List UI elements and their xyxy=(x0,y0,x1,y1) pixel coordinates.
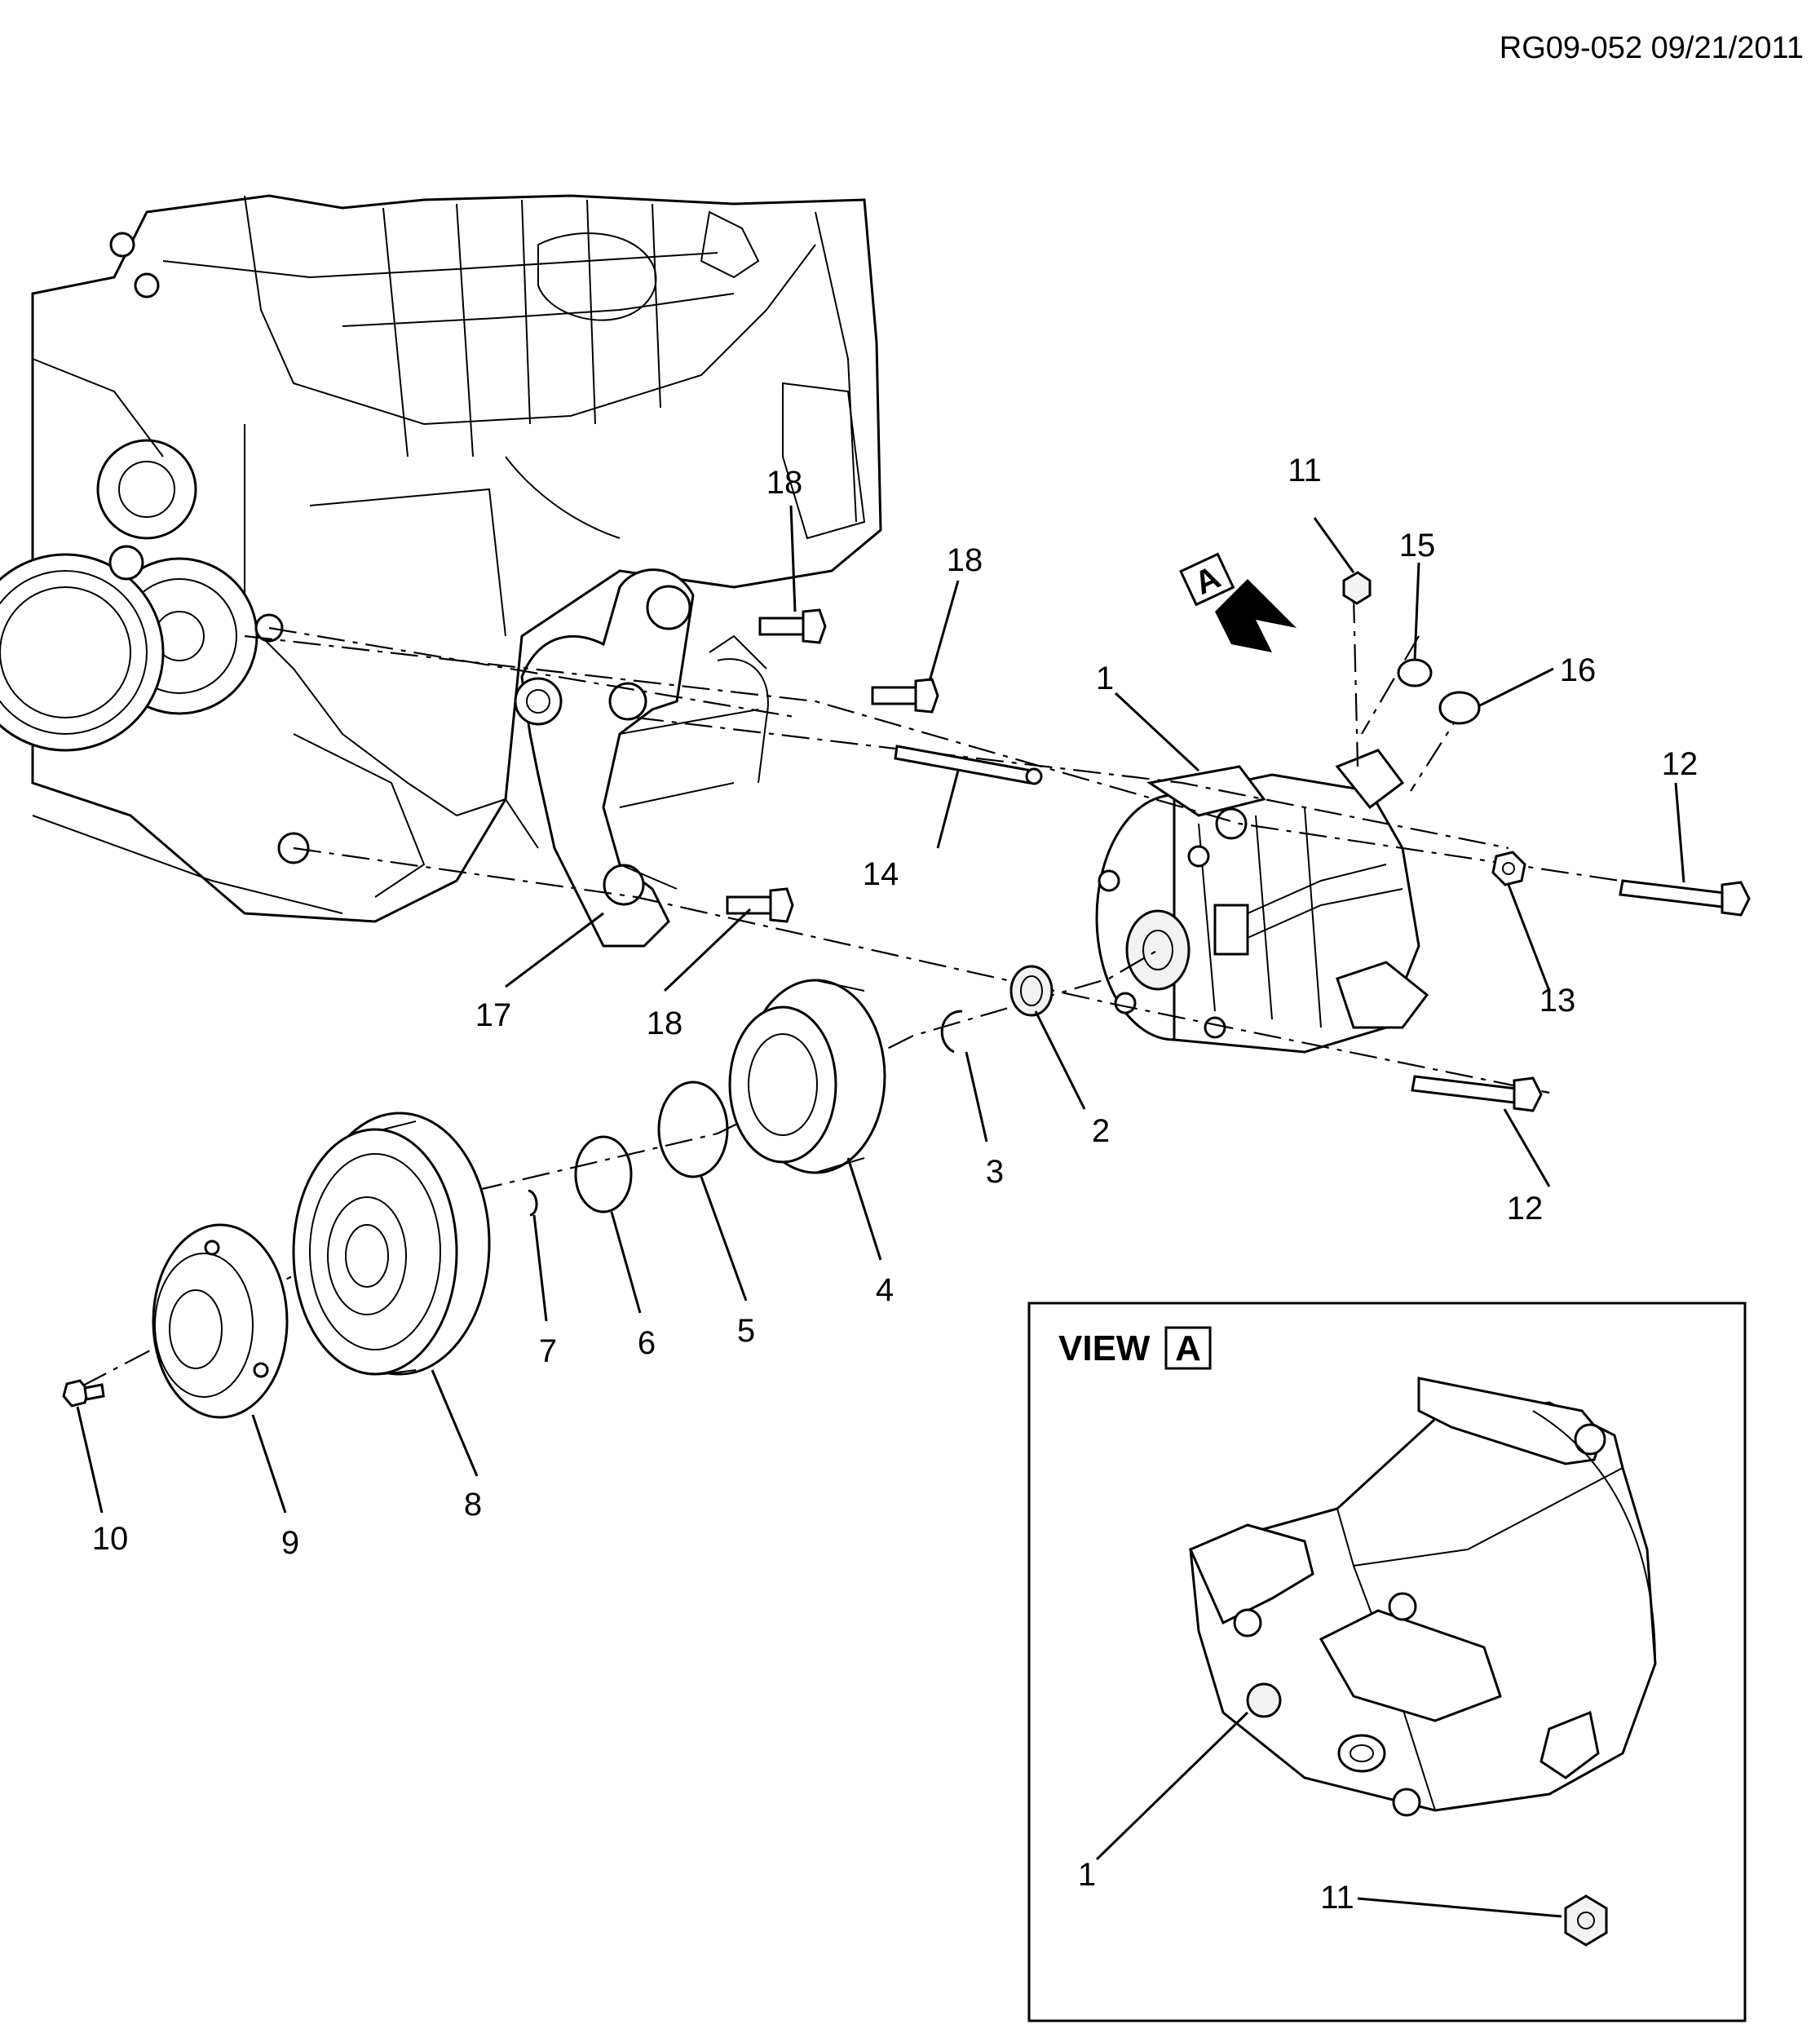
callout-1: 1 xyxy=(1096,661,1114,696)
leader-lines xyxy=(76,505,1685,1514)
retaining-ring-5 xyxy=(657,1081,729,1178)
callout-13: 13 xyxy=(1539,983,1576,1019)
pulley-8 xyxy=(292,1112,491,1376)
snap-ring-6 xyxy=(574,1135,633,1213)
field-coil-4 xyxy=(728,979,886,1174)
view-a-arrow-marker: A xyxy=(1179,552,1297,652)
callout-15: 15 xyxy=(1399,528,1436,564)
ac-compressor xyxy=(1095,749,1429,1054)
callout-11: 11 xyxy=(1288,453,1322,488)
callout-8: 8 xyxy=(464,1487,482,1523)
document-id: RG09-052 09/21/2011 xyxy=(1499,31,1804,65)
callout-5: 5 xyxy=(737,1313,755,1349)
callout-18-lower: 18 xyxy=(647,1006,683,1041)
snap-ring-3 xyxy=(940,1010,963,1054)
callout-4: 4 xyxy=(876,1272,894,1308)
view-callout-11: 11 xyxy=(1320,1880,1354,1916)
bolt-18-middle xyxy=(871,678,939,714)
callout-3: 3 xyxy=(986,1154,1004,1190)
callout-6: 6 xyxy=(638,1325,656,1361)
callout-12-lower: 12 xyxy=(1507,1191,1544,1227)
view-letter: A xyxy=(1175,1328,1201,1368)
fitting-11 xyxy=(1342,571,1372,605)
view-a-inset: VIEW A 1 11 xyxy=(1027,1302,1747,2022)
callout-18-middle: 18 xyxy=(947,542,983,578)
seal-ring-16 xyxy=(1438,691,1481,725)
callout-16: 16 xyxy=(1560,652,1597,688)
compressor-mounting-bracket xyxy=(514,568,769,948)
callout-7: 7 xyxy=(539,1333,557,1369)
callout-10: 10 xyxy=(92,1521,129,1557)
view-label: VIEW xyxy=(1058,1328,1151,1368)
callout-14: 14 xyxy=(863,856,899,892)
callout-2: 2 xyxy=(1092,1113,1110,1149)
bolt-12-lower xyxy=(1411,1075,1543,1112)
bolt-18-lower xyxy=(726,887,794,923)
callout-12-upper: 12 xyxy=(1662,746,1699,782)
clutch-plate-9 xyxy=(152,1223,289,1419)
callout-17: 17 xyxy=(475,997,512,1033)
bolt-18-upper xyxy=(758,608,827,644)
bolt-10 xyxy=(62,1379,105,1408)
callout-9: 9 xyxy=(281,1525,299,1561)
callout-numbers: 18 18 1 11 15 16 12 13 14 17 18 2 3 12 4… xyxy=(92,453,1699,1561)
seal-ring-15 xyxy=(1397,658,1433,687)
shim-7 xyxy=(528,1189,538,1217)
view-callout-1: 1 xyxy=(1078,1857,1096,1893)
shaft-seal-2 xyxy=(1009,965,1054,1017)
stud-14 xyxy=(894,745,1043,785)
nut-13 xyxy=(1491,851,1526,886)
engine-block-drawing xyxy=(0,194,882,923)
callout-18-top: 18 xyxy=(766,465,803,501)
bolt-12-upper xyxy=(1619,879,1751,917)
